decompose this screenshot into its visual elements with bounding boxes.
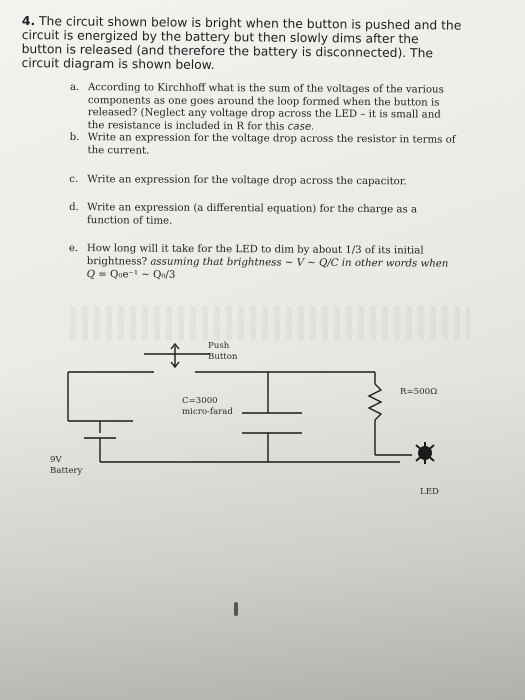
led-symbol xyxy=(415,442,435,464)
battery-label: 9V Battery xyxy=(50,455,83,476)
resistor-symbol xyxy=(367,383,383,421)
faded-note xyxy=(70,306,470,340)
push-button-arrow-down xyxy=(170,361,180,369)
page-mark xyxy=(234,602,238,616)
push-button-label: Push Button xyxy=(208,341,238,362)
push-button-arrow-up xyxy=(170,342,180,350)
led-label: LED xyxy=(420,487,439,497)
capacitor-label: C=3000 micro-farad xyxy=(182,396,233,417)
resistor-label: R=500Ω xyxy=(400,387,438,397)
